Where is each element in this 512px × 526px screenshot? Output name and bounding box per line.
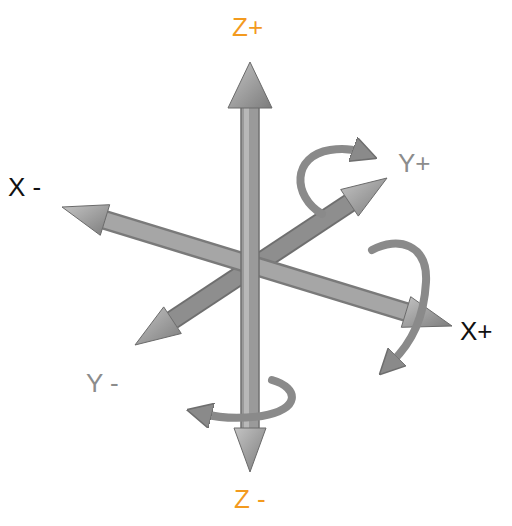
z-shaft-highlight [244,104,249,430]
y-plus-label: Y+ [398,148,431,178]
z-plus-label: Z+ [232,12,263,42]
z-minus-cone [234,428,266,472]
x-minus-label: X - [8,172,41,202]
z-rotation-arrow [204,380,292,418]
x-rotation-arrow [372,244,426,362]
x-minus-cone [62,205,110,236]
z-minus-label: Z - [234,484,266,514]
z-axis [228,62,272,472]
z-shaft [241,104,259,430]
y-rotation-arrow [300,149,360,214]
y-minus-cone [135,307,181,345]
x-plus-label: X+ [460,316,493,346]
y-plus-cone [341,178,387,216]
z-plus-cone [228,62,272,108]
rotation-arrows [204,149,426,418]
y-minus-label: Y - [86,368,119,398]
